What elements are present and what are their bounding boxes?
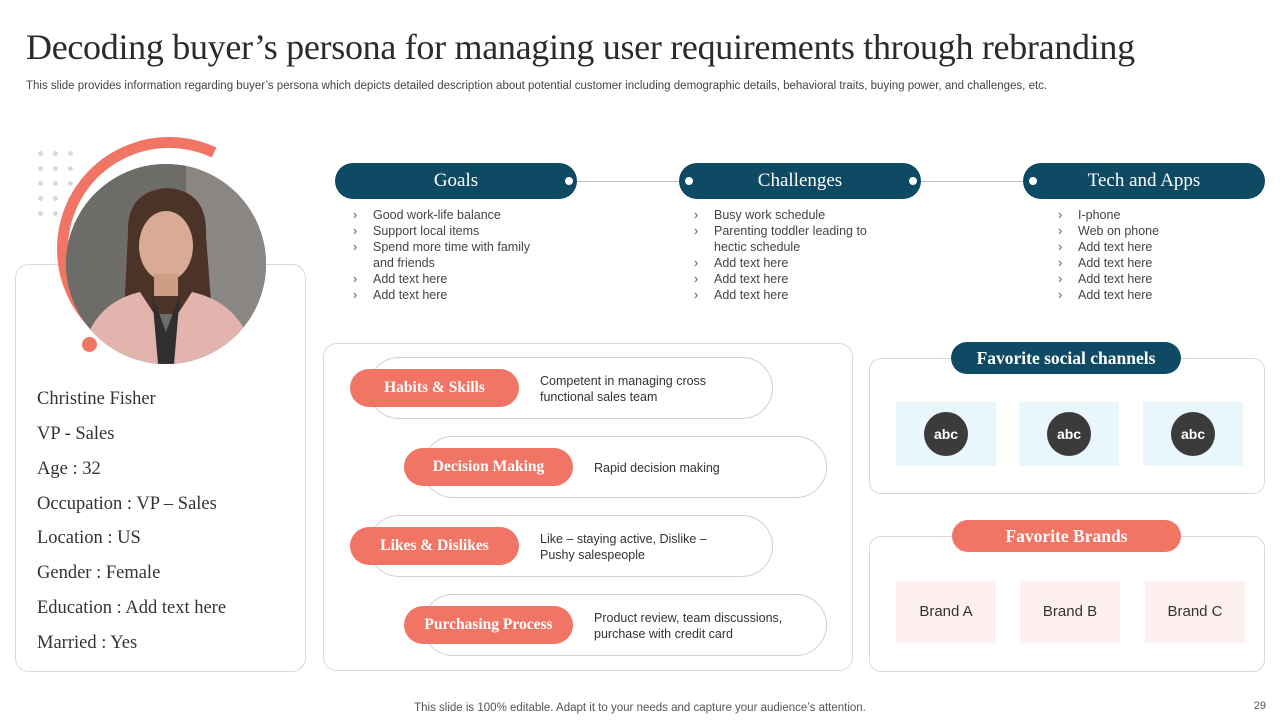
traits-panel — [323, 343, 853, 671]
persona-married: Married : Yes — [37, 633, 138, 653]
persona-location: Location : US — [37, 528, 141, 548]
brand-box: Brand B — [1020, 581, 1120, 643]
list-item: Add text here — [694, 255, 894, 271]
goals-list: Good work-life balance Support local ite… — [353, 207, 553, 303]
footer-note: This slide is 100% editable. Adapt it to… — [414, 702, 866, 714]
connector-dot — [1029, 177, 1037, 185]
list-item: Busy work schedule — [694, 207, 894, 223]
list-item: Add text here — [1058, 287, 1238, 303]
persona-age: Age : 32 — [37, 459, 101, 479]
social-channels-header: Favorite social channels — [951, 342, 1181, 374]
brands-header: Favorite Brands — [952, 520, 1181, 552]
purchasing-process-text: Product review, team discussions, purcha… — [594, 611, 783, 641]
list-item: Add text here — [1058, 239, 1238, 255]
list-item: Add text here — [353, 271, 553, 287]
persona-title: VP - Sales — [37, 424, 115, 444]
brand-box: Brand A — [896, 581, 996, 643]
decorative-dots — [33, 146, 73, 218]
habits-skills-tag: Habits & Skills — [350, 369, 519, 407]
ring-dot — [82, 337, 97, 352]
purchasing-process-tag: Purchasing Process — [404, 606, 573, 644]
list-item: Add text here — [694, 287, 894, 303]
connector-dot — [565, 177, 573, 185]
goals-header: Goals — [335, 163, 577, 199]
goals-title: Goals — [433, 170, 479, 191]
persona-education: Education : Add text here — [37, 598, 227, 618]
connector-dot — [685, 177, 693, 185]
persona-portrait-image — [66, 164, 266, 364]
brand-box: Brand C — [1145, 581, 1245, 643]
list-item: Spend more time with family and friends — [353, 239, 553, 271]
list-item: Support local items — [353, 223, 553, 239]
challenges-list: Busy work schedule Parenting toddler lea… — [694, 207, 894, 303]
likes-dislikes-text: Like – staying active, Dislike – Pushy s… — [540, 532, 707, 562]
habits-skills-text: Competent in managing cross functional s… — [540, 374, 707, 404]
social-channel-icon: abc — [1047, 412, 1091, 456]
persona-photo — [66, 164, 266, 364]
list-item: Good work-life balance — [353, 207, 553, 223]
connector-dot — [909, 177, 917, 185]
connector-line — [570, 181, 689, 182]
list-item: Add text here — [1058, 271, 1238, 287]
persona-occupation: Occupation : VP – Sales — [37, 494, 217, 514]
tech-apps-header: Tech and Apps — [1023, 163, 1265, 199]
list-item: I-phone — [1058, 207, 1238, 223]
social-channel-box: abc — [896, 402, 996, 466]
connector-line — [912, 181, 1032, 182]
list-item: Add text here — [353, 287, 553, 303]
tech-apps-title: Tech and Apps — [1087, 170, 1201, 191]
decision-making-tag: Decision Making — [404, 448, 573, 486]
page-number: 29 — [1253, 700, 1266, 712]
social-channel-icon: abc — [924, 412, 968, 456]
persona-name: Christine Fisher — [37, 389, 156, 409]
challenges-title: Challenges — [757, 170, 843, 191]
page-title: Decoding buyer’s persona for managing us… — [26, 27, 1135, 67]
tech-apps-list: I-phone Web on phone Add text here Add t… — [1058, 207, 1238, 303]
social-channel-icon: abc — [1171, 412, 1215, 456]
list-item: Web on phone — [1058, 223, 1238, 239]
social-channel-box: abc — [1143, 402, 1243, 466]
list-item: Add text here — [694, 271, 894, 287]
social-channel-box: abc — [1019, 402, 1119, 466]
challenges-header: Challenges — [679, 163, 921, 199]
persona-gender: Gender : Female — [37, 563, 161, 583]
decision-making-text: Rapid decision making — [594, 461, 720, 475]
list-item: Add text here — [1058, 255, 1238, 271]
likes-dislikes-tag: Likes & Dislikes — [350, 527, 519, 565]
page-subtitle: This slide provides information regardin… — [26, 80, 1048, 92]
list-item: Parenting toddler leading to hectic sche… — [694, 223, 894, 255]
